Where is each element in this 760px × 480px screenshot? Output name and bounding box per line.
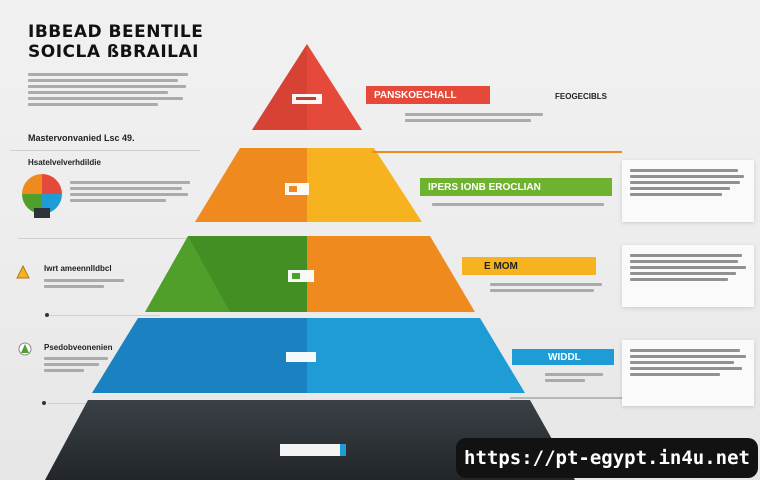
side-note-1	[622, 160, 754, 222]
intro-label: Mastervonvanied Lsc 49.	[28, 133, 135, 143]
tier-4-description	[545, 370, 605, 385]
divider	[18, 238, 188, 239]
tier-1-side-label: FEOGECIBLS	[555, 92, 608, 101]
section3-paragraph	[44, 354, 114, 375]
warning-triangle-icon	[16, 265, 30, 279]
pyramid-tier-3-right	[307, 236, 475, 312]
tier-1-banner-text: PANSKOECHALL	[374, 89, 457, 101]
bullet-dot	[45, 313, 49, 317]
section1-paragraph	[70, 178, 195, 205]
tier-3-banner-text: E MOM	[484, 260, 518, 272]
section3-label: Psedobveonenien	[44, 343, 113, 352]
side-note-2	[622, 245, 754, 307]
tier-1-banner: PANSKOECHALL	[366, 86, 490, 104]
pyramid-tier-2-left	[195, 148, 307, 222]
tier-4-banner-text: WIDDL	[548, 351, 581, 363]
pyramid-tier-4-left	[92, 318, 307, 393]
tier-3-tag	[288, 270, 314, 282]
tier-4-tag	[286, 352, 316, 362]
divider	[10, 150, 200, 151]
tier-2-banner: IPERS IONB EROCLIAN	[420, 178, 612, 196]
title-line-1: IBBEAD BEENTILE	[28, 22, 204, 42]
tier-5-tag	[280, 444, 340, 456]
title-line-2: SOICLA ßBRAILAI	[28, 42, 199, 62]
pyramid-tier-5	[45, 400, 575, 480]
tier-2-banner-text: IPERS IONB EROCLIAN	[428, 181, 541, 193]
divider	[50, 315, 160, 316]
watermark-url-badge[interactable]: https://pt-egypt.in4u.net	[456, 438, 758, 478]
tier-1-description	[405, 110, 545, 125]
intro-paragraph	[28, 70, 193, 109]
section2-label: Iwrt ameennlldbcl	[44, 264, 112, 273]
side-note-3	[622, 340, 754, 406]
section1-label: Hsatelvelverhdildie	[28, 158, 101, 167]
section2-paragraph	[44, 276, 129, 291]
pyramid-tier-4-right	[307, 318, 525, 393]
tier-4-banner: WIDDL	[512, 349, 614, 365]
tier-3-description	[490, 280, 605, 295]
tier-2-description	[432, 200, 607, 209]
watermark-url-text: https://pt-egypt.in4u.net	[464, 447, 750, 469]
tier-3-banner: E MOM	[462, 257, 596, 275]
triangle-badge-icon	[18, 342, 32, 356]
pyramid-tier-2-right	[307, 148, 422, 222]
bullet-dot	[42, 401, 46, 405]
pie-globe-icon	[22, 174, 62, 218]
